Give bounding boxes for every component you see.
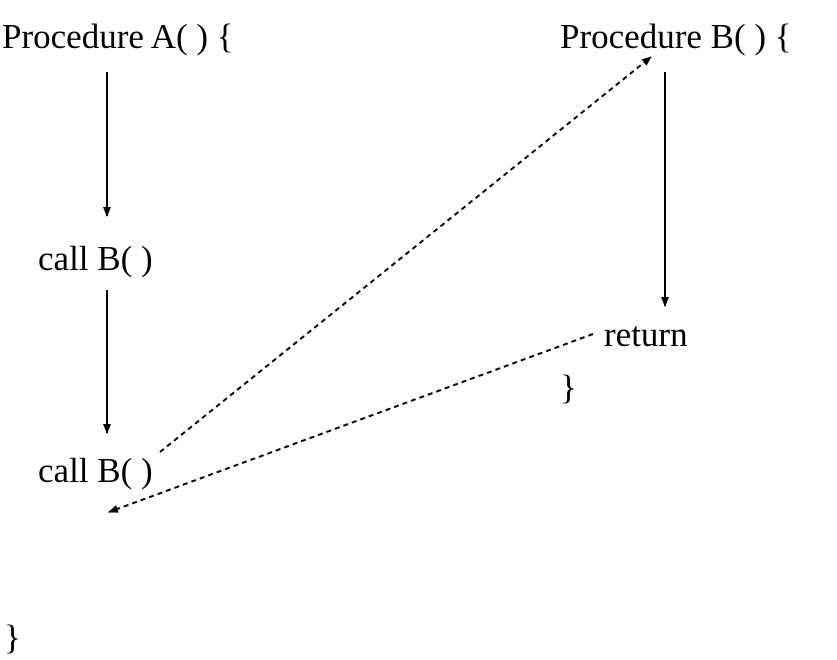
- procedure-a-header: Procedure A( ) {: [2, 17, 234, 56]
- procedure-a-closing-brace: }: [4, 618, 21, 657]
- return-transfer-arrow: [108, 333, 594, 513]
- procedure-a-second-call: call B( ): [38, 451, 153, 490]
- procedure-b-closing-brace: }: [560, 368, 577, 407]
- procedure-a-first-call: call B( ): [38, 239, 153, 278]
- procedure-b-return: return: [604, 315, 688, 354]
- call-transfer-arrow: [159, 56, 652, 453]
- procedure-b-header: Procedure B( ) {: [560, 17, 792, 56]
